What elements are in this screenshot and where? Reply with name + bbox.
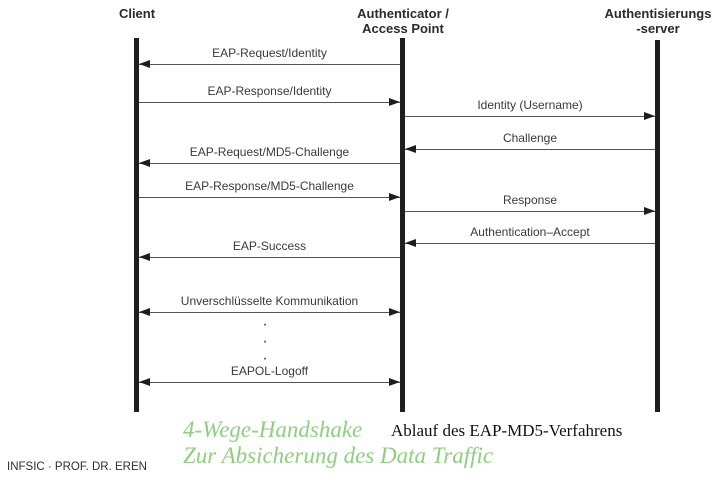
actor-header-client: Client: [67, 6, 207, 21]
message-line: [139, 197, 400, 198]
ellipsis-dot: ·: [262, 316, 268, 333]
message-eap-response-md5-challenge: EAP-Response/MD5-Challenge: [139, 179, 400, 201]
diagram-caption: Ablauf des EAP-MD5-Verfahrens: [391, 421, 623, 440]
message-line: [139, 102, 400, 103]
message-line: [139, 163, 400, 164]
actor-header-authenticator: Authenticator / Access Point: [333, 6, 473, 36]
message-eapol-logoff: EAPOL-Logoff: [139, 364, 400, 386]
arrowhead-right-icon: [644, 112, 655, 120]
message-line: [405, 149, 655, 150]
message-identity-username: Identity (Username): [405, 98, 655, 120]
actor-label-line1: Authentisierungs: [604, 6, 712, 21]
actor-label: Client: [118, 6, 156, 21]
footer-credit: INFSIC · PROF. DR. EREN: [7, 461, 147, 473]
arrowhead-right-icon: [389, 98, 400, 106]
message-eap-success: EAP-Success: [139, 239, 400, 261]
message-line: [139, 382, 400, 383]
message-label: Challenge: [502, 131, 558, 145]
message-line: [405, 116, 655, 117]
message-label: Unverschlüsselte Kommunikation: [180, 294, 359, 308]
message-eap-response-identity: EAP-Response/Identity: [139, 84, 400, 106]
arrowhead-left-icon: [405, 145, 416, 153]
ellipsis-dots: · · ·: [252, 316, 278, 367]
lifeline-client: [134, 38, 139, 412]
message-line: [139, 64, 400, 65]
message-challenge: Challenge: [405, 131, 655, 153]
message-label: EAP-Success: [232, 239, 307, 253]
arrowhead-right-icon: [389, 193, 400, 201]
message-label: Authentication–Accept: [470, 225, 590, 239]
actor-label-line2: Access Point: [362, 21, 444, 36]
message-line: [405, 243, 655, 244]
message-authentication-accept: Authentication–Accept: [405, 225, 655, 247]
arrowhead-left-icon: [405, 239, 416, 247]
message-label: Identity (Username): [477, 98, 583, 112]
message-label: EAP-Response/MD5-Challenge: [185, 179, 354, 193]
message-label: EAP-Request/MD5-Challenge: [189, 145, 350, 159]
overlay-text-line2: Zur Absicherung des Data Traffic: [183, 443, 494, 468]
actor-label-line2: -server: [636, 21, 680, 36]
arrowhead-left-icon: [139, 253, 150, 261]
message-label: EAP-Response/Identity: [207, 84, 332, 98]
arrowhead-left-icon: [139, 308, 150, 316]
actor-label-line1: Authenticator /: [357, 6, 449, 21]
lifeline-authenticator: [400, 38, 405, 412]
message-eap-request-md5-challenge: EAP-Request/MD5-Challenge: [139, 145, 400, 167]
message-unverschluesselte-kommunikation: Unverschlüsselte Kommunikation: [139, 294, 400, 316]
arrowhead-right-icon: [644, 207, 655, 215]
arrowhead-left-icon: [139, 159, 150, 167]
arrowhead-left-icon: [139, 60, 150, 68]
message-line: [139, 312, 400, 313]
message-eap-request-identity: EAP-Request/Identity: [139, 46, 400, 68]
message-response: Response: [405, 193, 655, 215]
lifeline-authserver: [655, 40, 660, 412]
message-label: Response: [502, 193, 558, 207]
message-line: [139, 257, 400, 258]
message-label: EAPOL-Logoff: [230, 364, 309, 378]
message-line: [405, 211, 655, 212]
message-label: EAP-Request/Identity: [212, 46, 327, 60]
arrowhead-right-icon: [389, 378, 400, 386]
ellipsis-dot: ·: [262, 333, 268, 350]
arrowhead-right-icon: [389, 308, 400, 316]
actor-header-authserver: Authentisierungs -server: [588, 6, 721, 36]
overlay-text-line1: 4-Wege-Handshake: [183, 417, 363, 442]
arrowhead-left-icon: [139, 378, 150, 386]
ellipsis-dot: ·: [262, 350, 268, 367]
